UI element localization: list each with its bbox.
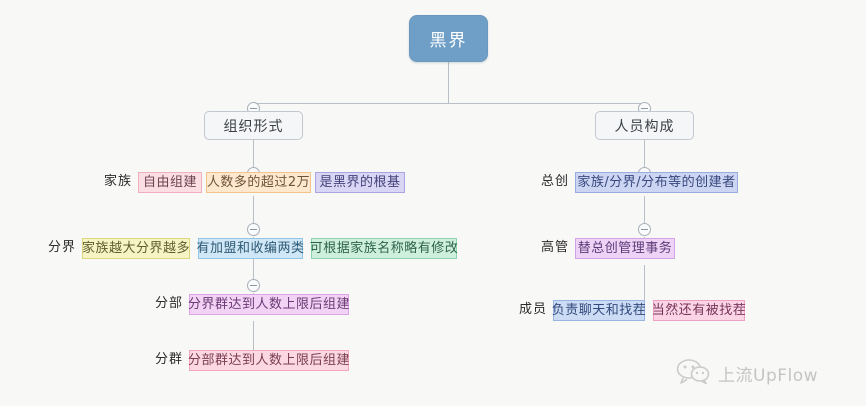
row-label-division: 分部 [155, 296, 184, 311]
connector-left-seg-2 [253, 196, 254, 224]
row-label-founder: 总创 [541, 174, 570, 189]
connector-root-stem [448, 62, 449, 103]
chip-founder-1[interactable]: 家族/分界/分布等的创建者 [575, 172, 738, 193]
watermark: 上流UpFlow [676, 358, 818, 388]
chip-branchline-1[interactable]: 家族越大分界越多 [82, 238, 190, 259]
chip-division-1[interactable]: 分界群达到人数上限后组建 [188, 294, 350, 315]
branch-node-organization[interactable]: 组织形式 [204, 111, 303, 140]
chip-family-3[interactable]: 是黑界的根基 [315, 172, 405, 193]
row-label-family: 家族 [104, 174, 133, 189]
connector-left-seg-4 [253, 321, 254, 361]
chip-branchline-3[interactable]: 可根据家族名称略有修改 [310, 238, 458, 259]
chip-family-1[interactable]: 自由组建 [138, 172, 202, 193]
chip-member-1[interactable]: 负责聊天和找茬 [552, 300, 646, 321]
connector-left-seg-3 [253, 252, 254, 280]
collapse-toggle-left-row-3[interactable] [247, 279, 260, 292]
watermark-text: 上流UpFlow [718, 365, 819, 386]
row-label-member: 成员 [519, 302, 548, 317]
wechat-bubbles-icon [676, 358, 710, 388]
connector-right-seg-3 [644, 265, 645, 305]
connector-right-seg-2 [644, 196, 645, 224]
root-node-label: 黑界 [429, 31, 468, 51]
chip-family-2[interactable]: 人数多的超过2万 [206, 172, 311, 193]
branch-node-organization-label: 组织形式 [223, 118, 284, 135]
branch-node-personnel-label: 人员构成 [614, 118, 675, 135]
collapse-toggle-left-row-2[interactable] [247, 223, 260, 236]
chip-subgroup-1[interactable]: 分部群达到人数上限后组建 [188, 350, 350, 371]
row-label-branchline: 分界 [48, 240, 77, 255]
branch-node-personnel[interactable]: 人员构成 [595, 111, 694, 140]
connector-right-seg-1 [644, 140, 645, 168]
connector-left-seg-1 [253, 140, 254, 168]
chip-member-2[interactable]: 当然还有被找茬 [652, 300, 746, 321]
chip-executive-1[interactable]: 替总创管理事务 [575, 238, 675, 259]
chip-branchline-2[interactable]: 有加盟和收编两类 [197, 238, 304, 259]
row-label-executive: 高管 [541, 240, 570, 255]
collapse-toggle-right-row-2[interactable] [638, 223, 651, 236]
row-label-subgroup: 分群 [155, 352, 184, 367]
root-node[interactable]: 黑界 [409, 15, 488, 62]
connector-root-bar [253, 103, 644, 104]
